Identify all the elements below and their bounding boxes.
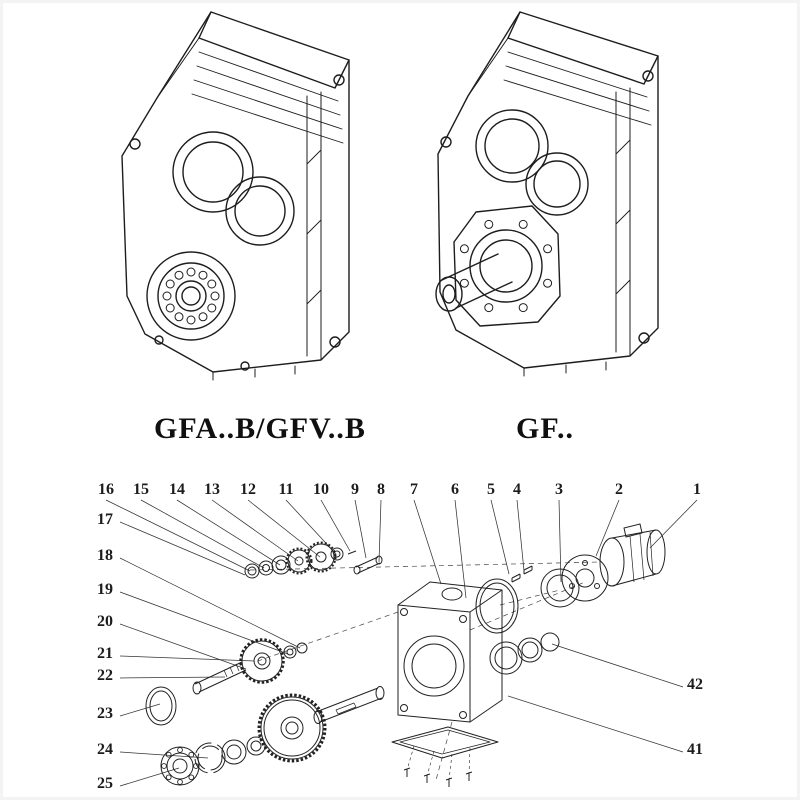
part-callout-41: 41: [687, 741, 703, 758]
part-callout-3: 3: [555, 481, 563, 498]
gearbox-isometric-gfab: [121, 11, 350, 381]
part-callout-16: 16: [98, 481, 114, 498]
part-callout-21: 21: [97, 645, 113, 662]
part-callout-20: 20: [97, 613, 113, 630]
part-callout-1: 1: [693, 481, 701, 498]
part-callout-15: 15: [133, 481, 149, 498]
part-callout-19: 19: [97, 581, 113, 598]
model-label-gf: GF..: [516, 412, 574, 445]
part-callout-22: 22: [97, 667, 113, 684]
gearbox-drawing-gf: [408, 4, 708, 394]
part-callout-18: 18: [97, 547, 113, 564]
part-callout-8: 8: [377, 481, 385, 498]
part-callout-7: 7: [410, 481, 418, 498]
part-callout-24: 24: [97, 741, 113, 758]
part-callout-2: 2: [615, 481, 623, 498]
part-callout-4: 4: [513, 481, 521, 498]
part-callout-42: 42: [687, 676, 703, 693]
part-callout-6: 6: [451, 481, 459, 498]
part-callout-23: 23: [97, 705, 113, 722]
part-callout-25: 25: [97, 775, 113, 792]
part-callout-13: 13: [204, 481, 220, 498]
part-callout-14: 14: [169, 481, 185, 498]
gearbox-isometric-gf: [435, 11, 659, 377]
part-callout-12: 12: [240, 481, 256, 498]
part-callout-17: 17: [97, 511, 113, 528]
exploded-view-art: [105, 499, 698, 787]
part-callout-10: 10: [313, 481, 329, 498]
part-callout-9: 9: [351, 481, 359, 498]
gearbox-drawing-gfab: [95, 4, 395, 394]
model-label-gfab: GFA..B/GFV..B: [154, 412, 366, 445]
part-callout-11: 11: [278, 481, 294, 498]
exploded-parts-diagram: 16 15 14 13 12 11 10 9 8 7 6 5 4 3 2 1 1…: [0, 470, 800, 800]
part-callout-5: 5: [487, 481, 495, 498]
